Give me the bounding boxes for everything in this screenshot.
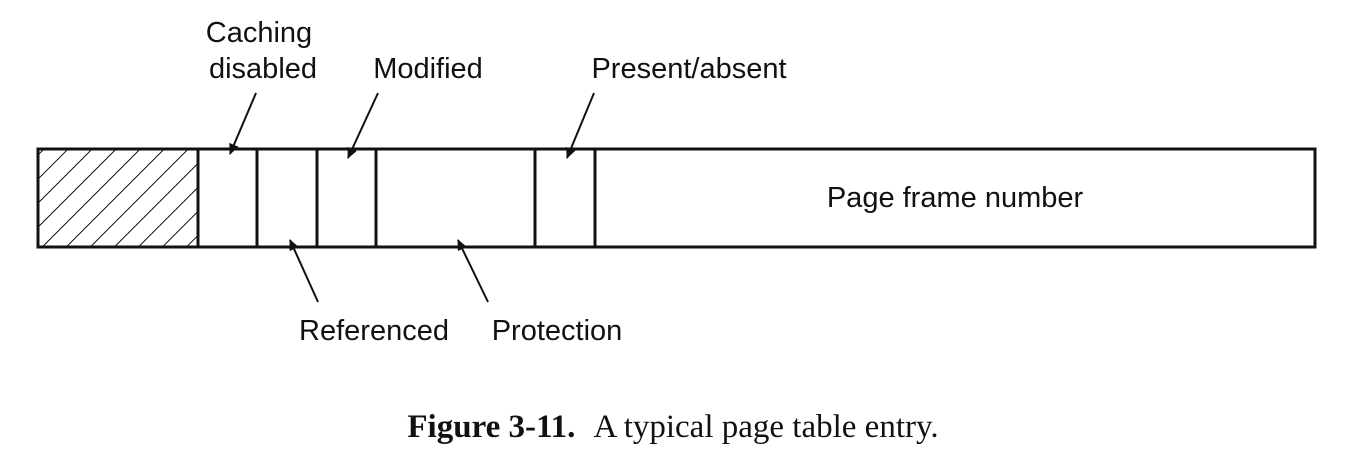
protection-label: Protection: [492, 315, 623, 347]
page-frame-number-label: Page frame number: [827, 182, 1084, 214]
field-dividers: [196, 149, 597, 247]
figure-caption-text: A typical page table entry.: [593, 409, 938, 445]
reserved-bits: [38, 149, 198, 247]
figure-caption-label: Figure 3-11.: [407, 409, 575, 445]
figure-caption: Figure 3-11. A typical page table entry.: [407, 409, 938, 445]
caching-disabled-label-line2: disabled: [209, 53, 317, 85]
present-absent-label: Present/absent: [591, 53, 786, 85]
protection-arrow: [457, 239, 489, 303]
present-absent-arrow: [566, 92, 595, 159]
caching-disabled-label-line1: Caching: [206, 17, 312, 49]
modified-label: Modified: [373, 53, 483, 85]
caching-disabled-arrow: [229, 92, 257, 155]
page-table-entry-box: [36, 147, 1317, 249]
modified-arrow: [347, 92, 379, 159]
pointer-arrows: [229, 92, 595, 303]
referenced-arrow: [289, 239, 319, 303]
caching-disabled-label: Caching disabled: [206, 17, 320, 85]
referenced-label: Referenced: [299, 315, 449, 347]
